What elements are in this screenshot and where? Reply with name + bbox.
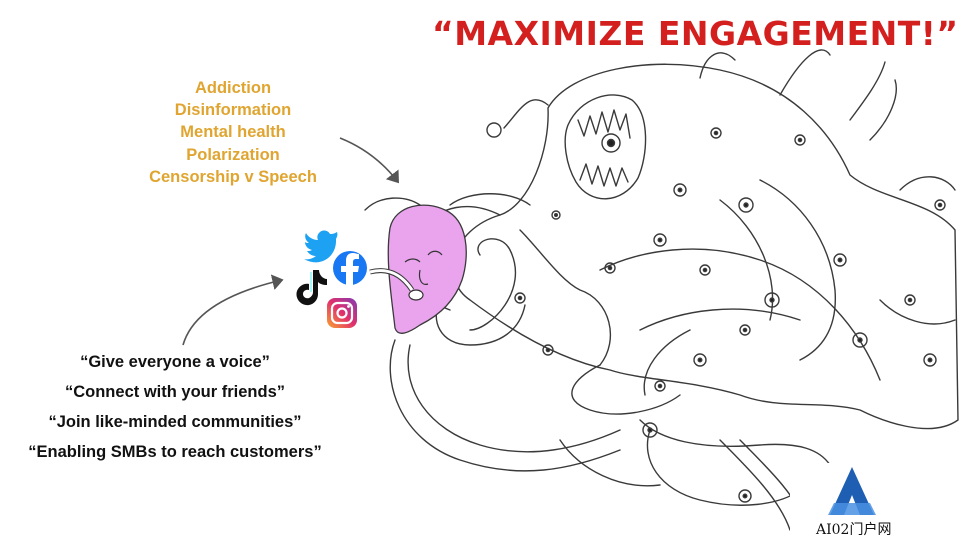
harm-item: Censorship v Speech <box>149 167 317 186</box>
watermark-text: AI02门户网 <box>816 522 892 538</box>
harms-arrow <box>339 137 399 184</box>
slogan-item: “Give everyone a voice” <box>80 353 270 371</box>
harms-list: Addiction Disinformation Mental health P… <box>128 77 338 188</box>
slogan-item: “Join like-minded communities” <box>48 413 302 431</box>
slogan-item: “Enabling SMBs to reach customers” <box>28 443 322 461</box>
twitter-icon <box>304 230 338 263</box>
instagram-icon <box>327 298 357 328</box>
harm-item: Polarization <box>186 145 280 164</box>
harm-item: Mental health <box>180 123 286 142</box>
slogans-list: “Give everyone a voice” “Connect with yo… <box>0 347 350 467</box>
facebook-icon <box>333 251 367 285</box>
slogan-item: “Connect with your friends” <box>64 383 285 401</box>
harm-item: Addiction <box>194 79 272 97</box>
tiktok-icon <box>296 270 327 306</box>
monster-drawing <box>364 49 959 531</box>
headline: “MAXIMIZE ENGAGEMENT!” <box>432 14 959 53</box>
harm-item: Disinformation <box>174 101 292 120</box>
watermark-logo <box>790 463 914 538</box>
slogans-arrow <box>182 274 284 346</box>
logo-mark-icon <box>828 467 876 515</box>
pink-face <box>369 204 467 334</box>
